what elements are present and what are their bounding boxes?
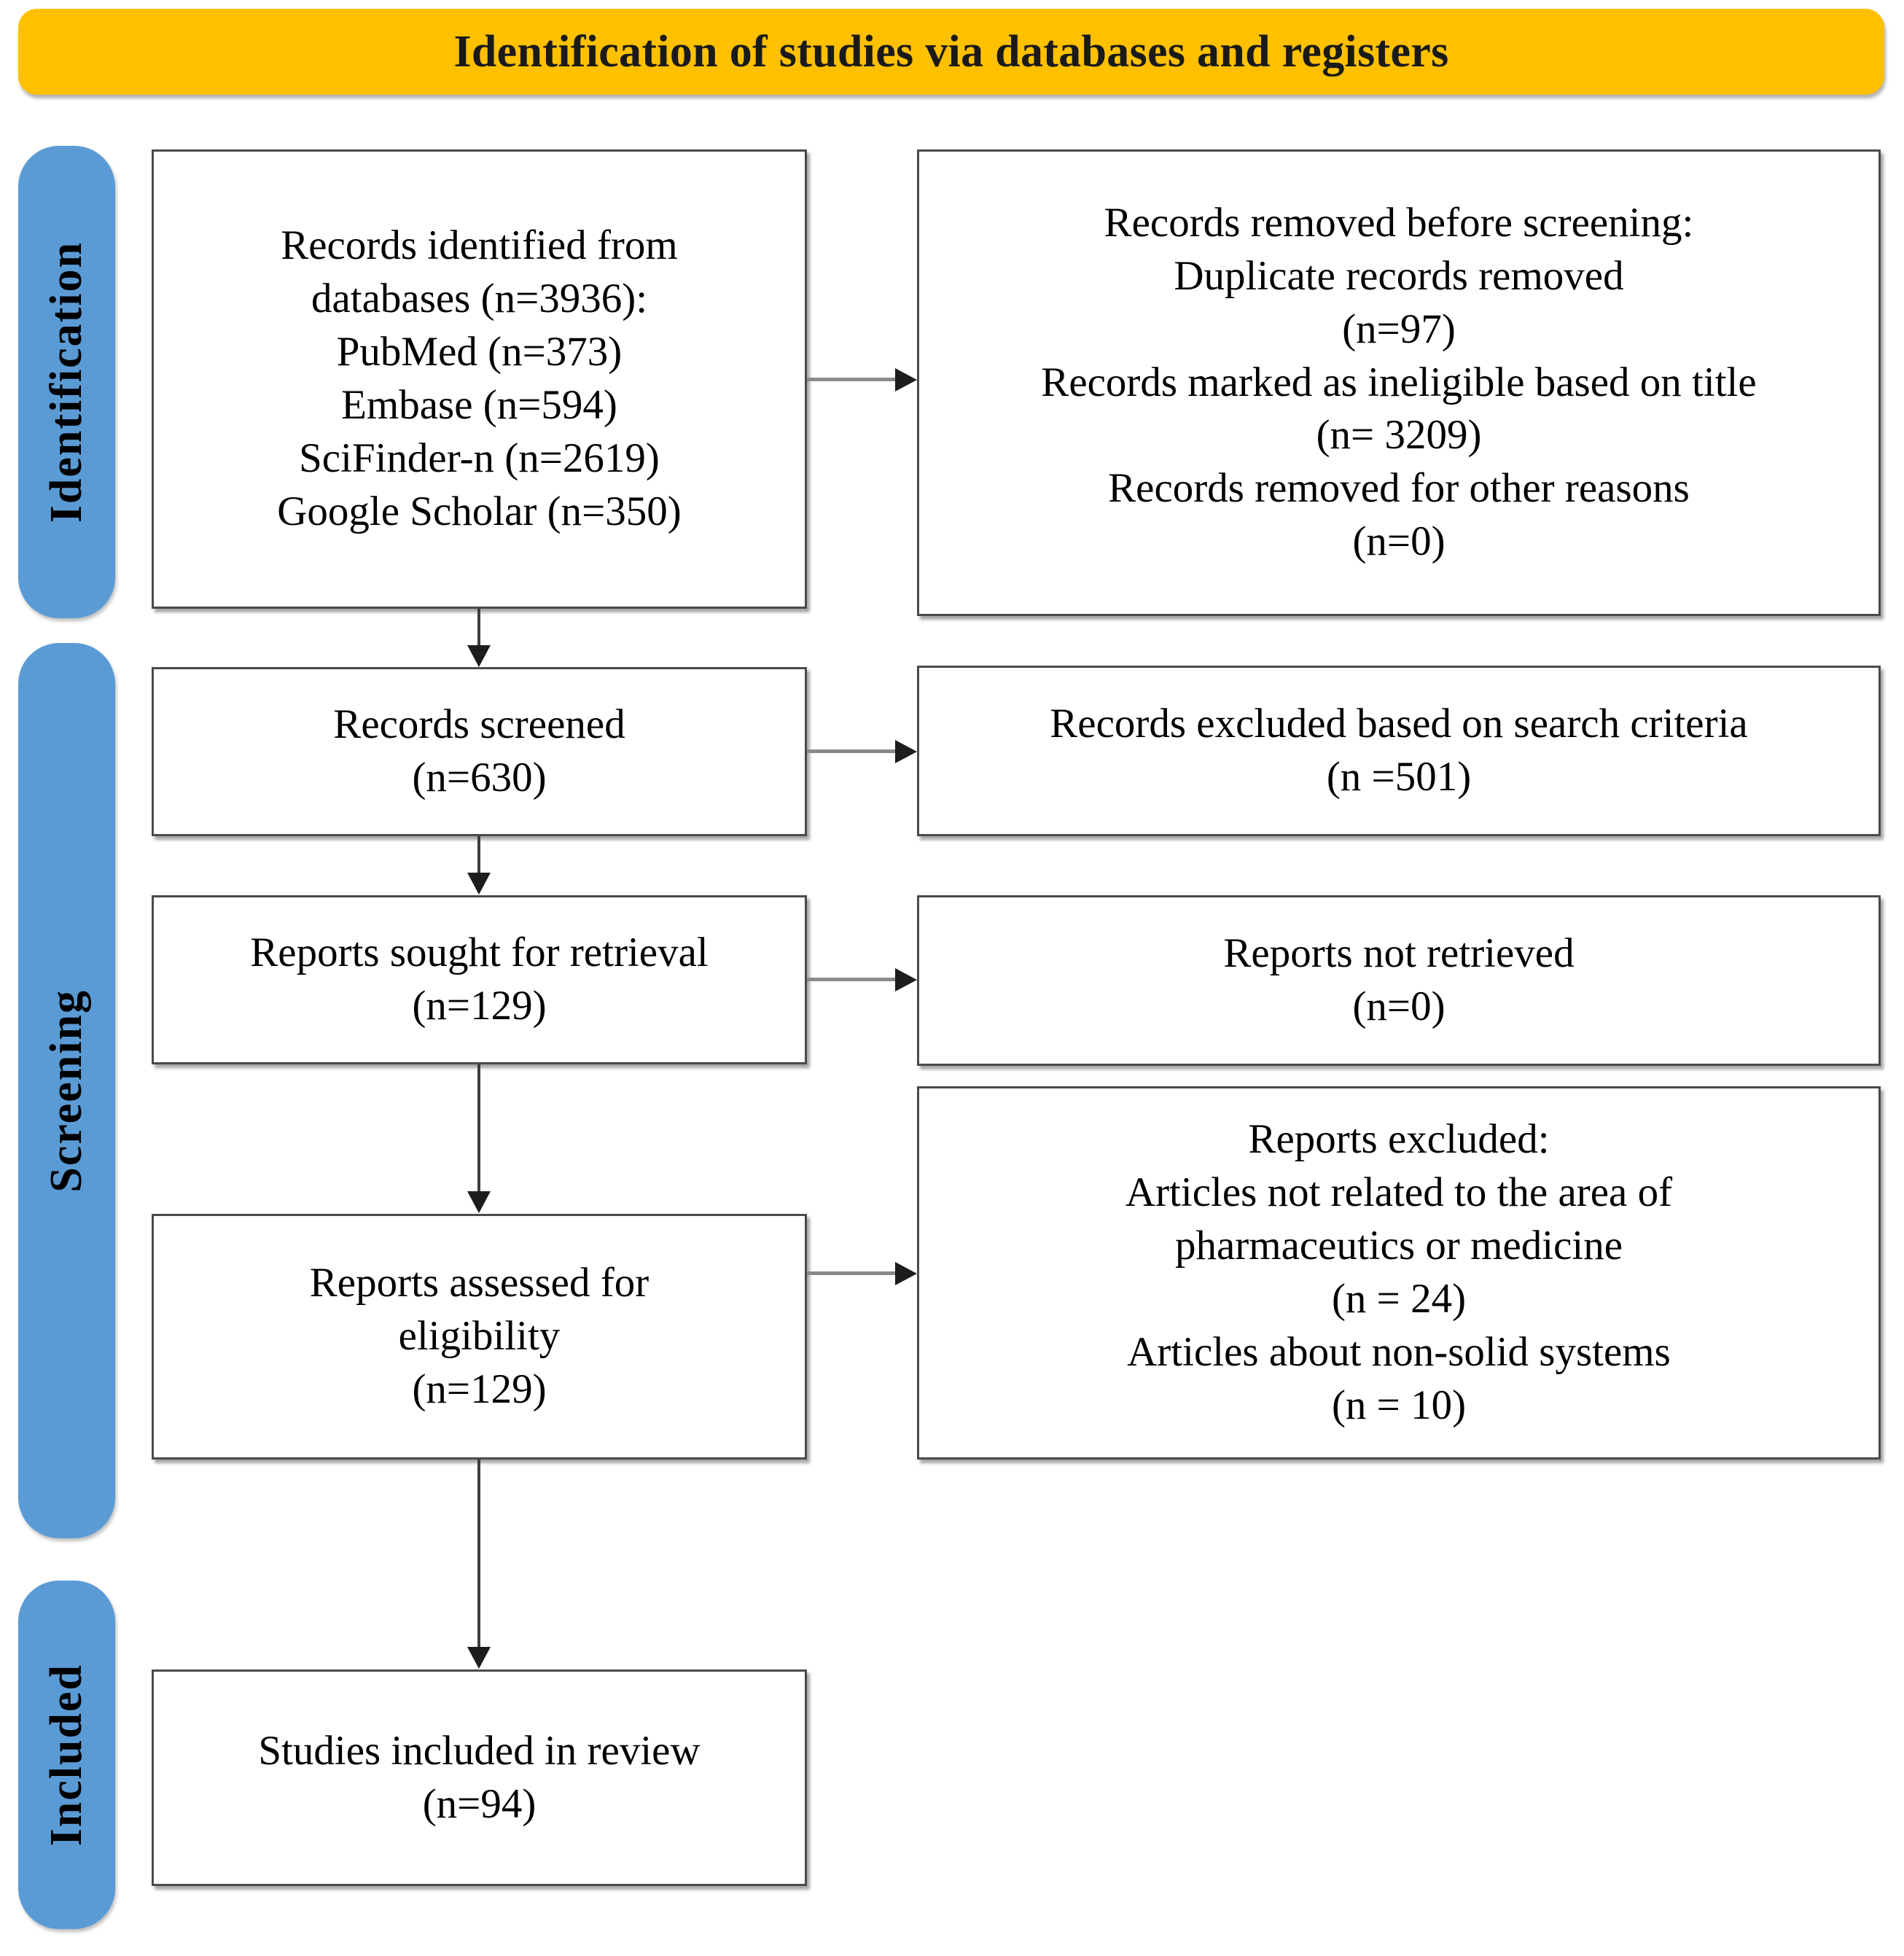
box-records-screened: Records screened (n=630): [152, 667, 807, 836]
connector-screened-to-excluded: [807, 749, 895, 753]
connector-screened-to-sought: [477, 836, 480, 874]
arrow-right-icon: [895, 740, 917, 763]
connector-assessed-to-reports-excluded: [807, 1271, 895, 1275]
box-records-identified-text: Records identified from databases (n=393…: [277, 222, 682, 534]
box-records-excluded-search-criteria-text: Records excluded based on search criteri…: [1050, 701, 1748, 800]
stage-label-identification-text: Identification: [42, 241, 91, 523]
box-reports-assessed-for-eligibility-text: Reports assessed for eligibility (n=129): [309, 1260, 649, 1412]
stage-label-screening-text: Screening: [42, 989, 91, 1193]
arrow-down-icon: [467, 1191, 491, 1213]
box-reports-not-retrieved: Reports not retrieved (n=0): [917, 895, 1881, 1066]
arrow-right-icon: [895, 1262, 917, 1285]
page-title: Identification of studies via databases …: [453, 26, 1449, 77]
stage-label-included: Included: [18, 1581, 115, 1929]
stage-label-identification: Identification: [18, 146, 115, 618]
box-reports-excluded: Reports excluded: Articles not related t…: [917, 1086, 1881, 1460]
box-reports-not-retrieved-text: Reports not retrieved (n=0): [1223, 930, 1575, 1029]
arrow-right-icon: [895, 968, 917, 991]
box-reports-assessed-for-eligibility: Reports assessed for eligibility (n=129): [152, 1214, 807, 1460]
stage-label-included-text: Included: [42, 1663, 91, 1847]
box-records-excluded-search-criteria: Records excluded based on search criteri…: [917, 666, 1881, 836]
arrow-down-icon: [467, 645, 491, 667]
connector-sought-to-assessed: [477, 1064, 480, 1193]
box-studies-included-in-review: Studies included in review (n=94): [152, 1669, 807, 1886]
arrow-down-icon: [467, 873, 491, 895]
arrow-down-icon: [467, 1647, 491, 1669]
connector-identified-to-screened: [477, 609, 480, 647]
box-records-identified: Records identified from databases (n=393…: [152, 149, 807, 609]
box-reports-sought-for-retrieval: Reports sought for retrieval (n=129): [152, 895, 807, 1064]
box-records-removed-before-screening: Records removed before screening: Duplic…: [917, 149, 1881, 616]
connector-assessed-to-included: [477, 1460, 480, 1648]
stage-label-screening: Screening: [18, 643, 115, 1538]
box-reports-sought-for-retrieval-text: Reports sought for retrieval (n=129): [250, 930, 709, 1029]
box-studies-included-in-review-text: Studies included in review (n=94): [258, 1727, 701, 1827]
box-records-removed-before-screening-text: Records removed before screening: Duplic…: [1041, 199, 1757, 565]
connector-identified-to-removed: [807, 378, 895, 381]
connector-sought-to-not-retrieved: [807, 978, 895, 981]
box-records-screened-text: Records screened (n=630): [333, 701, 625, 800]
box-reports-excluded-text: Reports excluded: Articles not related t…: [1125, 1116, 1673, 1428]
diagram-title-banner: Identification of studies via databases …: [18, 9, 1884, 95]
arrow-right-icon: [895, 368, 917, 391]
